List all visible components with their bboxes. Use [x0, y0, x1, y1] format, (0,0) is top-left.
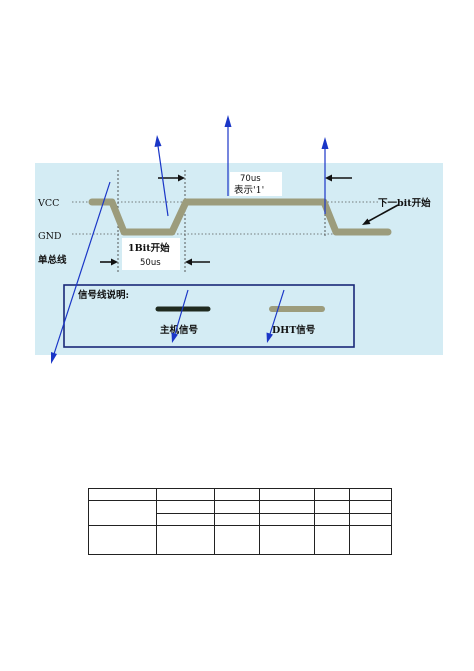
table-cell	[88, 500, 157, 527]
timing-arrow-1	[158, 174, 185, 182]
next-bit-start-label: 下一bit开始	[378, 197, 431, 209]
fifty-us-label: 50us	[140, 258, 161, 268]
table-cell	[88, 487, 157, 502]
blue-arrow-4	[51, 181, 111, 364]
empty-table	[88, 487, 392, 555]
blue-arrow-5	[171, 289, 189, 343]
table-cell	[259, 487, 315, 502]
blue-arrow-1	[154, 135, 169, 217]
table-cell	[214, 512, 260, 527]
timing-arrow-3	[185, 258, 210, 266]
legend-box	[63, 284, 355, 348]
table-row	[88, 525, 392, 555]
table-cell	[156, 512, 215, 527]
blue-arrow-6	[266, 289, 285, 343]
blue-arrow-2	[224, 115, 232, 196]
legend-title: 信号线说明:	[78, 289, 129, 301]
table-cell	[349, 500, 392, 514]
timing-arrow-5	[362, 204, 399, 225]
table-cell	[349, 525, 392, 555]
table-cell	[156, 487, 215, 502]
table-row	[88, 500, 392, 527]
table-cell	[349, 512, 392, 527]
table-cell	[314, 487, 350, 502]
table-row	[88, 487, 392, 502]
table-cell	[88, 525, 157, 555]
timing-arrow-4	[325, 174, 352, 182]
timing-arrow-2	[100, 258, 118, 266]
host-signal-label: 主机信号	[160, 324, 199, 336]
gnd-label: GND	[38, 231, 62, 242]
table-cell	[259, 512, 315, 527]
table-cell	[214, 500, 260, 514]
table-cell	[314, 500, 350, 514]
one-bit-start-label: 1Bit开始	[128, 242, 170, 254]
seventy-us-label-box	[230, 172, 282, 196]
table-cell	[156, 500, 215, 514]
table-cell	[314, 525, 350, 555]
dht-signal-waveform	[88, 198, 392, 236]
table-row	[89, 512, 392, 527]
single-bus-label: 单总线	[38, 254, 67, 266]
table-cell	[214, 525, 260, 555]
table-cell	[259, 525, 315, 555]
table-cell	[259, 500, 315, 514]
seventy-us-label: 70us	[240, 174, 261, 184]
table-cell	[156, 525, 215, 555]
represents-one-label: 表示'1'	[234, 184, 264, 196]
table-cell	[214, 487, 260, 502]
table-cell	[314, 512, 350, 527]
table-cell	[349, 487, 392, 502]
blue-arrow-3	[321, 137, 329, 214]
dht-signal-label: DHT信号	[272, 324, 316, 336]
vcc-label: VCC	[37, 198, 59, 209]
one-bit-label-box	[122, 238, 180, 270]
